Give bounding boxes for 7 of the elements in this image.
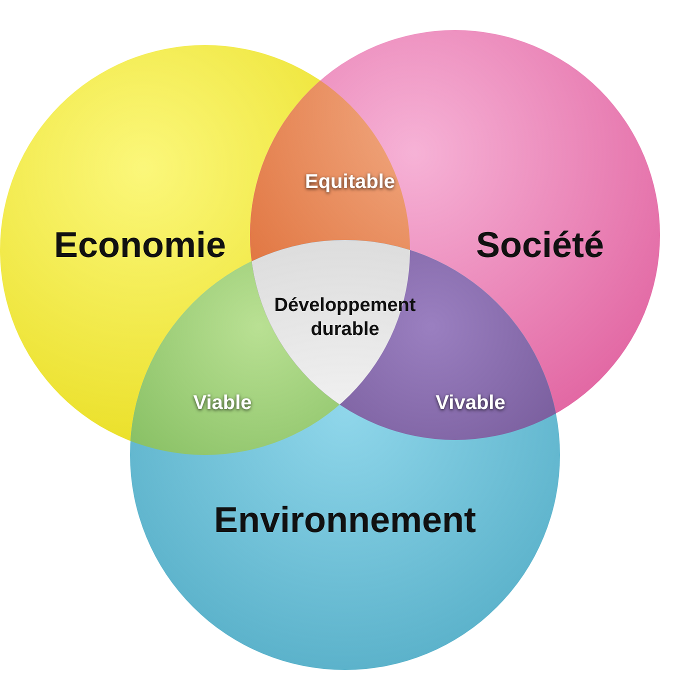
overlap-label: Viable [193,392,252,414]
overlap-label: Développement durable [273,294,417,342]
overlap-label: Vivable [436,392,506,414]
overlap-label: Equitable [304,170,395,194]
circle-label: Environnement [214,499,476,541]
circle-label: Economie [54,224,226,266]
circle-label: Société [476,224,604,266]
